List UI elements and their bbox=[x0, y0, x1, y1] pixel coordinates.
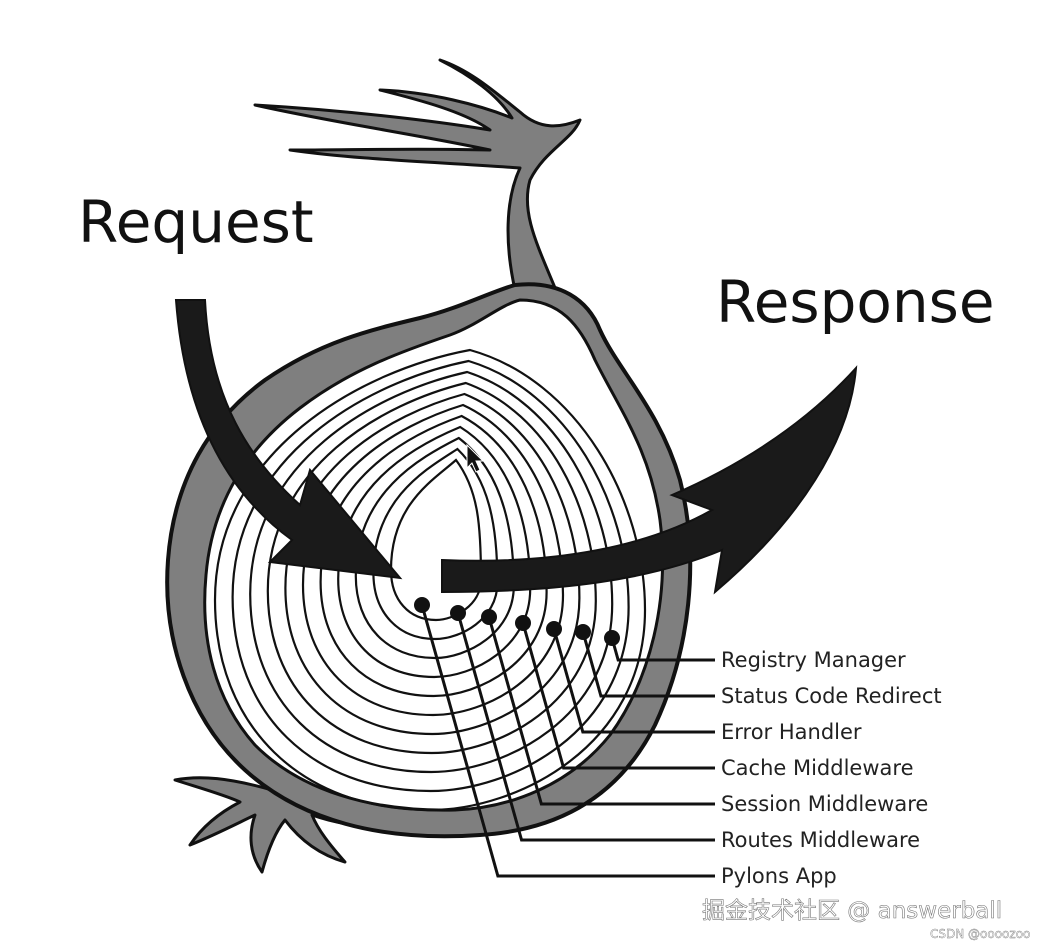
layer-dot bbox=[414, 597, 430, 613]
watermark-sub: CSDN @oooozoo bbox=[930, 927, 1030, 941]
layer-label: Error Handler bbox=[721, 720, 862, 744]
layer-dot bbox=[546, 621, 562, 637]
onion-layer-ring bbox=[284, 392, 581, 736]
onion-layer-ring bbox=[266, 381, 597, 755]
layer-label: Cache Middleware bbox=[721, 756, 914, 780]
layer-dot bbox=[575, 624, 591, 640]
layer-dot bbox=[481, 609, 497, 625]
response-arrow bbox=[441, 365, 858, 595]
leader-line bbox=[521, 622, 715, 770]
layer-label: Status Code Redirect bbox=[721, 684, 942, 708]
layer-label: Pylons App bbox=[721, 864, 837, 888]
layer-dot bbox=[604, 630, 620, 646]
leader-line bbox=[456, 612, 715, 842]
layer-label: Session Middleware bbox=[721, 792, 928, 816]
onion-layer-ring bbox=[301, 403, 565, 717]
layer-leaders bbox=[414, 597, 715, 878]
cursor-icon bbox=[466, 443, 485, 473]
leader-line bbox=[581, 631, 715, 698]
watermark-main: 掘金技术社区 @ answerball bbox=[702, 898, 1002, 924]
onion-sprouts bbox=[253, 58, 582, 302]
layer-label: Registry Manager bbox=[721, 648, 906, 672]
onion-layers bbox=[213, 348, 647, 812]
request-title: Request bbox=[78, 188, 314, 256]
layer-dot bbox=[515, 615, 531, 631]
layer-dot bbox=[450, 605, 466, 621]
onion-layer-ring bbox=[319, 414, 548, 698]
onion-layer-ring bbox=[231, 359, 630, 793]
onion-layer-ring bbox=[213, 348, 647, 812]
leader-line bbox=[552, 628, 715, 734]
response-title: Response bbox=[716, 268, 995, 336]
onion-layer-ring bbox=[249, 370, 614, 774]
leader-line bbox=[420, 604, 715, 878]
onion-layer-ring bbox=[389, 458, 483, 622]
request-arrow bbox=[174, 299, 403, 580]
leader-line bbox=[487, 616, 715, 806]
layer-label: Routes Middleware bbox=[721, 828, 920, 852]
